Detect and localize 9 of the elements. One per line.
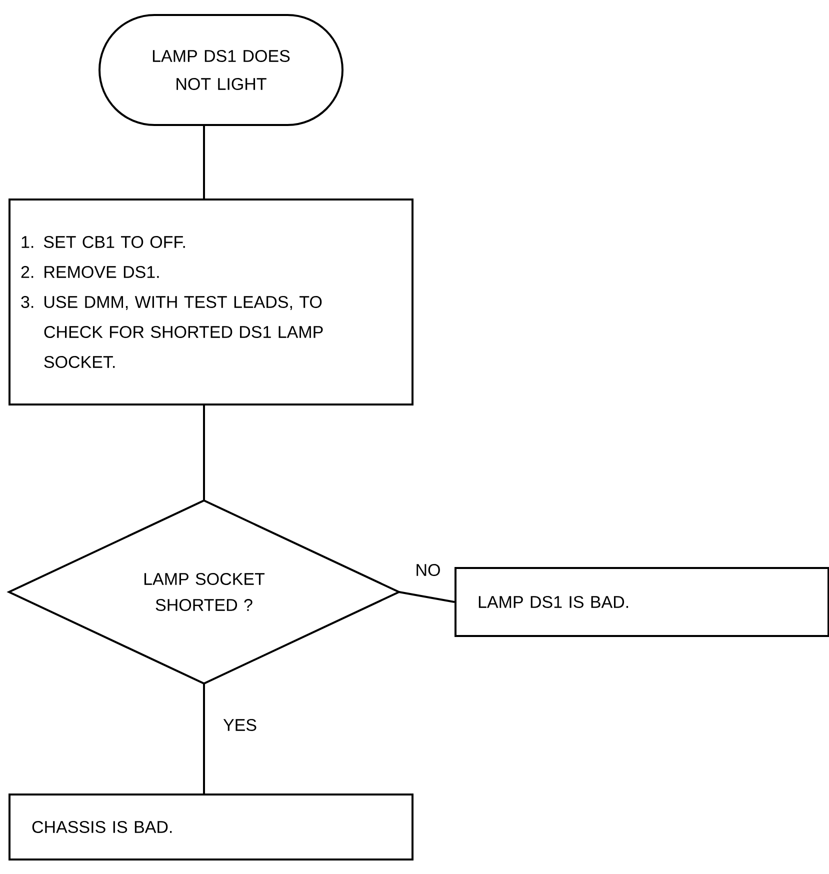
connector-line [203, 126, 205, 198]
process-box: LAMP DS1 IS BAD. [454, 567, 829, 637]
process-box: 1. SET CB1 TO OFF. 2. REMOVE DS1. 3. USE DMM, WITH TEST LEADS, TO CHECK FOR SHORTED DS1 LAMP SOCKET. [8, 198, 414, 406]
connector-line [398, 591, 455, 603]
edge-label: YES [223, 718, 256, 732]
process-box: CHASSIS IS BAD. [8, 794, 414, 860]
connector-line [203, 406, 205, 500]
edge-label: NO [416, 564, 440, 576]
connector-line [203, 684, 205, 794]
